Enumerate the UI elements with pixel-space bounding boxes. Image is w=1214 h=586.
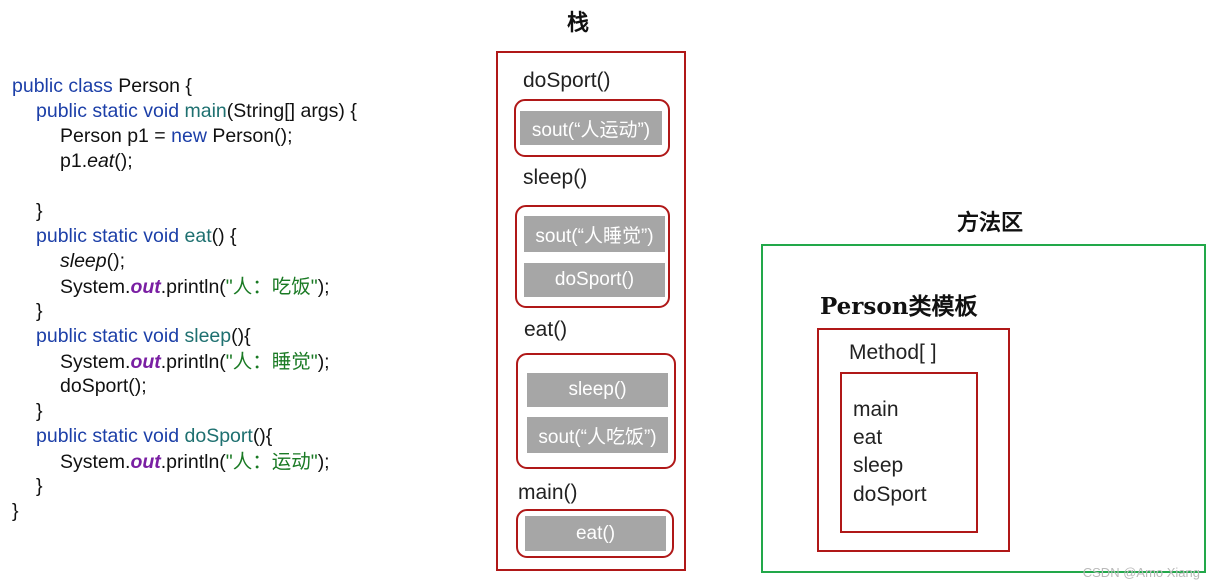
- code-token: ": [310, 451, 318, 473]
- code-token: public static void: [36, 225, 185, 247]
- watermark: CSDN @Amo Xiang: [1082, 565, 1200, 580]
- code-line: sleep();: [60, 249, 125, 274]
- code-token: 人：吃饭: [232, 275, 311, 298]
- stack-frame-label-sleep: sleep(): [523, 166, 588, 189]
- code-line: }: [36, 299, 43, 324]
- code-token: }: [36, 200, 43, 222]
- code-token: System.: [60, 276, 131, 298]
- code-token: Person();: [212, 125, 293, 147]
- code-line: public class Person {: [12, 74, 192, 99]
- code-line: p1.eat();: [60, 149, 133, 174]
- code-token: );: [317, 276, 330, 298]
- code-token: ();: [106, 250, 126, 272]
- stack-title: 栈: [567, 10, 590, 36]
- code-token: out: [130, 451, 161, 473]
- code-token: System.: [60, 351, 131, 373]
- code-line: public static void main(String[] args) {: [36, 99, 357, 124]
- code-line: System.out.println("人：吃饭");: [60, 274, 330, 299]
- code-token: (String[] args) {: [226, 100, 357, 122]
- code-token: (){: [252, 425, 273, 447]
- code-line: }: [36, 199, 43, 224]
- code-token: );: [317, 451, 330, 473]
- code-token: .println(: [160, 276, 226, 298]
- code-token: ": [310, 351, 318, 373]
- class-template-box: [817, 328, 1010, 552]
- code-line: System.out.println("人：睡觉");: [60, 349, 330, 374]
- code-token: sleep: [184, 325, 232, 347]
- code-line: doSport();: [60, 374, 147, 399]
- stack-container: [496, 51, 686, 571]
- code-line: }: [36, 399, 43, 424]
- code-token: 人：睡觉: [232, 350, 311, 373]
- code-token: System.: [60, 451, 131, 473]
- stack-block-dosport-call: doSport(): [524, 263, 665, 297]
- class-template-title: Person类模板: [820, 293, 978, 320]
- code-token: (){: [231, 325, 251, 347]
- method-area-container: [761, 244, 1206, 573]
- code-token: public class: [12, 75, 119, 97]
- code-line: public static void sleep(){: [36, 324, 251, 349]
- stack-frame-label-dosport: doSport(): [523, 69, 611, 92]
- code-token: p1.: [60, 150, 88, 172]
- code-token: }: [36, 475, 43, 497]
- code-token: 人：运动: [232, 450, 311, 473]
- code-token: eat: [87, 150, 115, 172]
- code-token: main: [184, 100, 227, 122]
- code-token: .println(: [160, 451, 226, 473]
- code-token: sleep: [60, 250, 107, 272]
- code-token: }: [36, 300, 43, 322]
- method-item-dosport: doSport: [853, 483, 927, 506]
- code-line: public static void eat() {: [36, 224, 237, 249]
- code-token: }: [12, 500, 19, 522]
- code-line: }: [36, 474, 43, 499]
- code-token: public static void: [36, 100, 185, 122]
- code-token: ": [225, 451, 233, 473]
- method-item-sleep: sleep: [853, 454, 904, 477]
- methods-array-label: Method[ ]: [849, 341, 937, 364]
- stack-frame-label-main: main(): [518, 481, 578, 504]
- method-item-eat: eat: [853, 426, 883, 449]
- code-token: () {: [211, 225, 237, 247]
- code-token: public static void: [36, 425, 185, 447]
- code-line: public static void doSport(){: [36, 424, 272, 449]
- code-token: out: [130, 351, 161, 373]
- code-token: .println(: [160, 351, 226, 373]
- stack-block-eat-call: eat(): [525, 516, 666, 551]
- code-line: }: [12, 499, 19, 524]
- code-token: ": [225, 351, 233, 373]
- stack-frame-label-eat: eat(): [524, 318, 568, 341]
- stack-block-sleep-call: sleep(): [527, 373, 668, 407]
- method-item-main: main: [853, 398, 899, 421]
- code-token: ": [310, 276, 318, 298]
- stack-frame-dosport: [514, 99, 670, 157]
- code-token: doSport();: [60, 375, 147, 397]
- stack-frame-eat: [516, 353, 676, 469]
- stack-block-sout-sleep: sout(“人睡觉”): [524, 216, 665, 252]
- code-token: }: [36, 400, 43, 422]
- stack-frame-main: [516, 509, 674, 558]
- method-area-title: 方法区: [957, 210, 1024, 236]
- code-token: ": [225, 276, 233, 298]
- stack-frame-sleep: [515, 205, 670, 308]
- code-token: eat: [184, 225, 212, 247]
- code-token: ();: [114, 150, 133, 172]
- code-token: doSport: [184, 425, 253, 447]
- code-token: Person p1 =: [60, 125, 172, 147]
- code-line: Person p1 = new Person();: [60, 124, 293, 149]
- code-token: out: [130, 276, 161, 298]
- code-token: new: [171, 125, 213, 147]
- stack-block-sout-eat: sout(“人吃饭”): [527, 417, 668, 453]
- code-line: System.out.println("人：运动");: [60, 449, 330, 474]
- code-token: );: [317, 351, 330, 373]
- code-token: Person {: [118, 75, 192, 97]
- stack-block-sout-sport: sout(“人运动”): [520, 111, 662, 145]
- methods-array-box: [840, 372, 978, 533]
- code-token: public static void: [36, 325, 185, 347]
